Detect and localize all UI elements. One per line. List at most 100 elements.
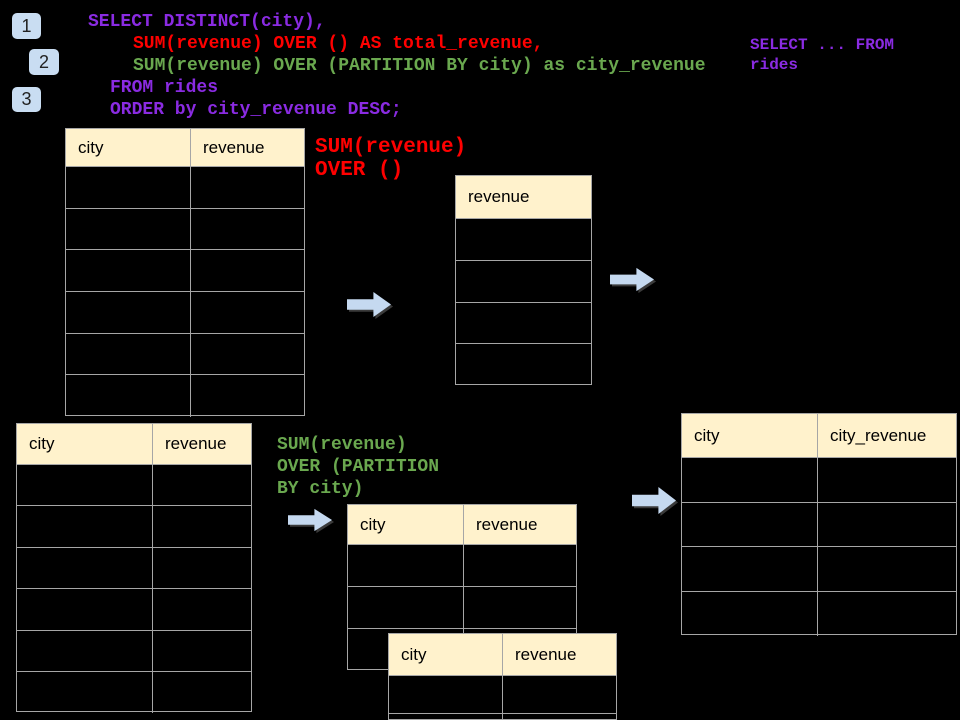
table-row <box>66 208 304 251</box>
table-cell-empty <box>66 333 191 375</box>
column-header-city: city <box>17 424 153 464</box>
table-cell-empty <box>153 631 251 671</box>
table-cell-empty <box>66 208 191 250</box>
table-row <box>389 714 616 719</box>
table-cell-empty <box>17 671 153 714</box>
table-row <box>682 591 956 637</box>
table-row <box>17 630 251 672</box>
table-cell-empty <box>153 672 251 713</box>
column-header-revenue: revenue <box>165 434 227 453</box>
select-from-note: SELECT ... FROM rides <box>750 35 894 75</box>
column-header-city: city <box>348 505 464 544</box>
sql-line-city-revenue: SUM(revenue) OVER (PARTITION BY city) as… <box>133 56 706 76</box>
table-cell-empty <box>456 344 591 386</box>
table-cell-empty <box>153 506 251 546</box>
table-cell-empty <box>818 547 956 591</box>
table-cell-empty <box>66 167 191 208</box>
table-cell-empty <box>191 209 304 250</box>
sql-line-total-revenue: SUM(revenue) OVER () AS total_revenue, <box>133 34 544 54</box>
column-header-revenue: revenue <box>203 137 265 157</box>
column-header-city: city <box>66 129 191 166</box>
table-row <box>456 261 591 303</box>
arrow-right-icon <box>288 508 333 532</box>
select-from-note-line1: SELECT ... FROM <box>750 36 895 54</box>
table-rides-source-bottom: city revenue <box>16 423 252 714</box>
table-cell-empty <box>503 676 616 713</box>
sql-line-select: SELECT DISTINCT(city), <box>88 12 326 32</box>
table-header-row: city revenue <box>66 129 304 167</box>
table-cell-empty <box>348 545 464 586</box>
table-cell-empty <box>17 465 153 506</box>
table-cell-empty <box>456 219 591 260</box>
table-cell-empty <box>17 547 153 589</box>
table-row <box>66 250 304 293</box>
step-badge-3: 3 <box>12 87 41 112</box>
table-cell-empty <box>464 587 576 628</box>
column-header-revenue: revenue <box>476 514 538 534</box>
table-cell-empty <box>153 465 251 505</box>
column-header-revenue: revenue <box>468 187 530 206</box>
table-cell-empty <box>503 714 616 719</box>
table-cell-empty <box>682 502 818 546</box>
annotation-sum-over-all-line1: SUM(revenue) <box>315 136 467 159</box>
annotation-sum-partition-line2: OVER (PARTITION <box>277 457 440 477</box>
table-row <box>456 219 591 261</box>
column-header-city: city <box>682 414 818 457</box>
table-header-row: city city_revenue <box>682 414 956 458</box>
table-cell-empty <box>682 591 818 636</box>
table-cell-empty <box>818 592 956 637</box>
table-total-revenue-result: revenue <box>455 175 592 385</box>
table-row <box>66 333 304 376</box>
table-row <box>17 671 251 714</box>
table-header-row: city revenue <box>348 505 576 545</box>
arrow-right-icon <box>347 291 392 318</box>
table-rides-source-top: city revenue <box>65 128 305 418</box>
table-row <box>348 587 576 629</box>
arrow-right-icon <box>632 486 677 515</box>
table-header-row: revenue <box>456 176 591 219</box>
table-row <box>348 545 576 587</box>
table-cell-empty <box>191 167 304 208</box>
column-header-revenue: revenue <box>515 644 577 664</box>
table-cell-empty <box>456 303 591 344</box>
table-row <box>66 292 304 334</box>
table-cell-empty <box>682 458 818 502</box>
table-partition-group: city revenue <box>347 504 577 671</box>
table-row <box>17 465 251 507</box>
annotation-sum-partition-line3: BY city) <box>277 479 364 499</box>
table-cell-empty <box>66 375 191 418</box>
table-row <box>682 547 956 592</box>
table-cell-empty <box>17 589 153 630</box>
table-cell-empty <box>66 250 191 292</box>
sql-line-order-by: ORDER by city_revenue DESC; <box>110 100 402 120</box>
table-cell-empty <box>17 630 153 671</box>
table-cell-empty <box>191 292 304 333</box>
select-from-note-line2: rides <box>750 56 799 74</box>
column-header-city_revenue: city_revenue <box>830 425 927 445</box>
table-row <box>17 547 251 590</box>
table-cell-empty <box>153 589 251 629</box>
table-cell-empty <box>66 292 191 333</box>
table-cell-empty <box>17 506 153 547</box>
table-cell-empty <box>153 548 251 588</box>
table-row <box>17 589 251 631</box>
table-cell-empty <box>818 503 956 547</box>
table-cell-empty <box>191 375 304 417</box>
annotation-sum-partition-line1: SUM(revenue) <box>277 435 407 455</box>
table-city-revenue-result: city city_revenue <box>681 413 957 637</box>
step-badge-1: 1 <box>12 13 41 39</box>
table-cell-empty <box>389 714 503 719</box>
annotation-sum-over-all-line2: OVER () <box>315 159 404 182</box>
table-row <box>456 344 591 386</box>
table-cell-empty <box>464 545 576 586</box>
table-row <box>456 303 591 345</box>
table-row <box>66 375 304 418</box>
table-cell-empty <box>389 676 503 713</box>
table-cell-empty <box>191 250 304 291</box>
table-row <box>66 167 304 209</box>
table-cell-empty <box>348 587 464 628</box>
